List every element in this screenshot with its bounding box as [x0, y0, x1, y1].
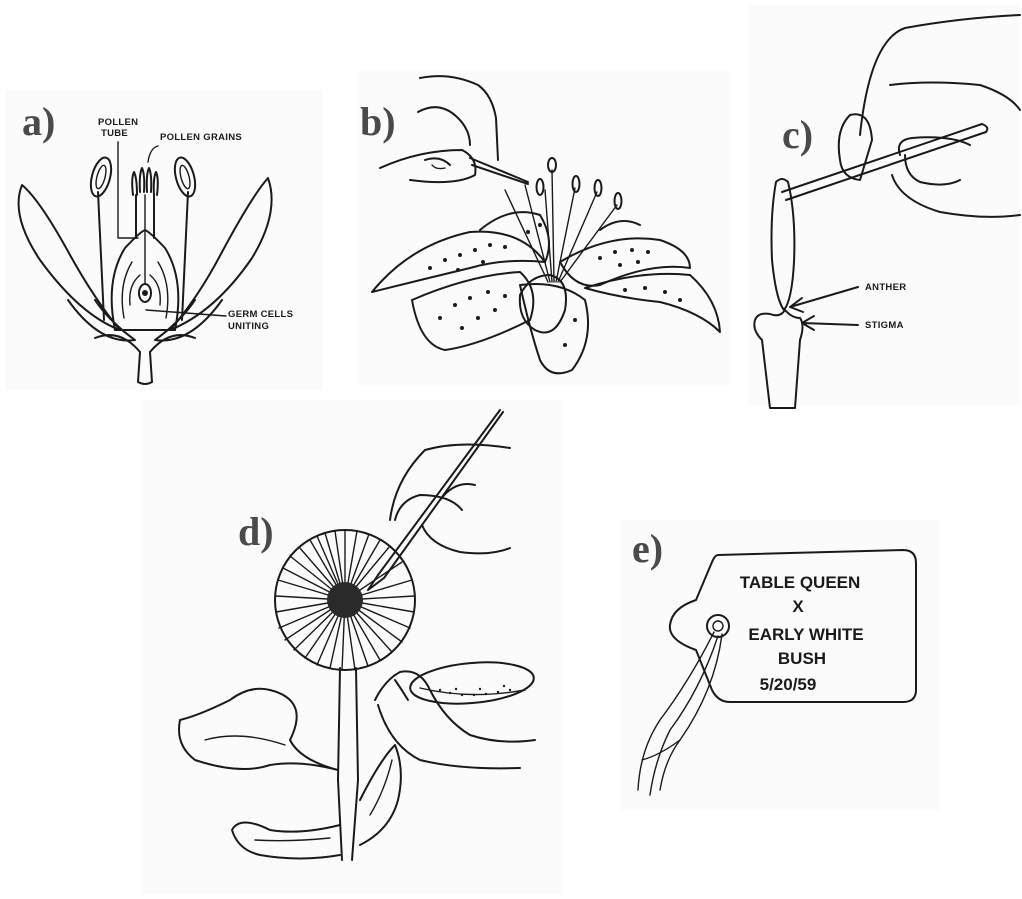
panel-e-letter: e)	[632, 526, 663, 571]
panel-c-background	[748, 5, 1020, 405]
tag-line-3: EARLY WHITE	[748, 625, 863, 644]
daisy-center	[327, 582, 363, 618]
label-anther: ANTHER	[865, 282, 906, 293]
label-pollen-tube-line1: POLLEN	[98, 117, 138, 128]
panel-b-letter: b)	[360, 99, 396, 144]
panel-b-background	[358, 70, 730, 385]
label-pollen-tube-line2: TUBE	[101, 128, 128, 139]
label-stigma: STIGMA	[865, 320, 904, 331]
tag-line-5: 5/20/59	[760, 675, 817, 694]
panel-d-letter: d)	[238, 509, 274, 554]
tag-line-2: X	[792, 597, 804, 616]
label-pollen-grains: POLLEN GRAINS	[160, 132, 242, 143]
panel-c-letter: c)	[782, 112, 813, 157]
label-germ-cells-line2: UNITING	[228, 321, 269, 332]
tag-line-1: TABLE QUEEN	[740, 573, 861, 592]
label-germ-cells-line1: GERM CELLS	[228, 309, 293, 320]
tag-line-4: BUSH	[778, 649, 826, 668]
panel-a-letter: a)	[22, 99, 55, 144]
